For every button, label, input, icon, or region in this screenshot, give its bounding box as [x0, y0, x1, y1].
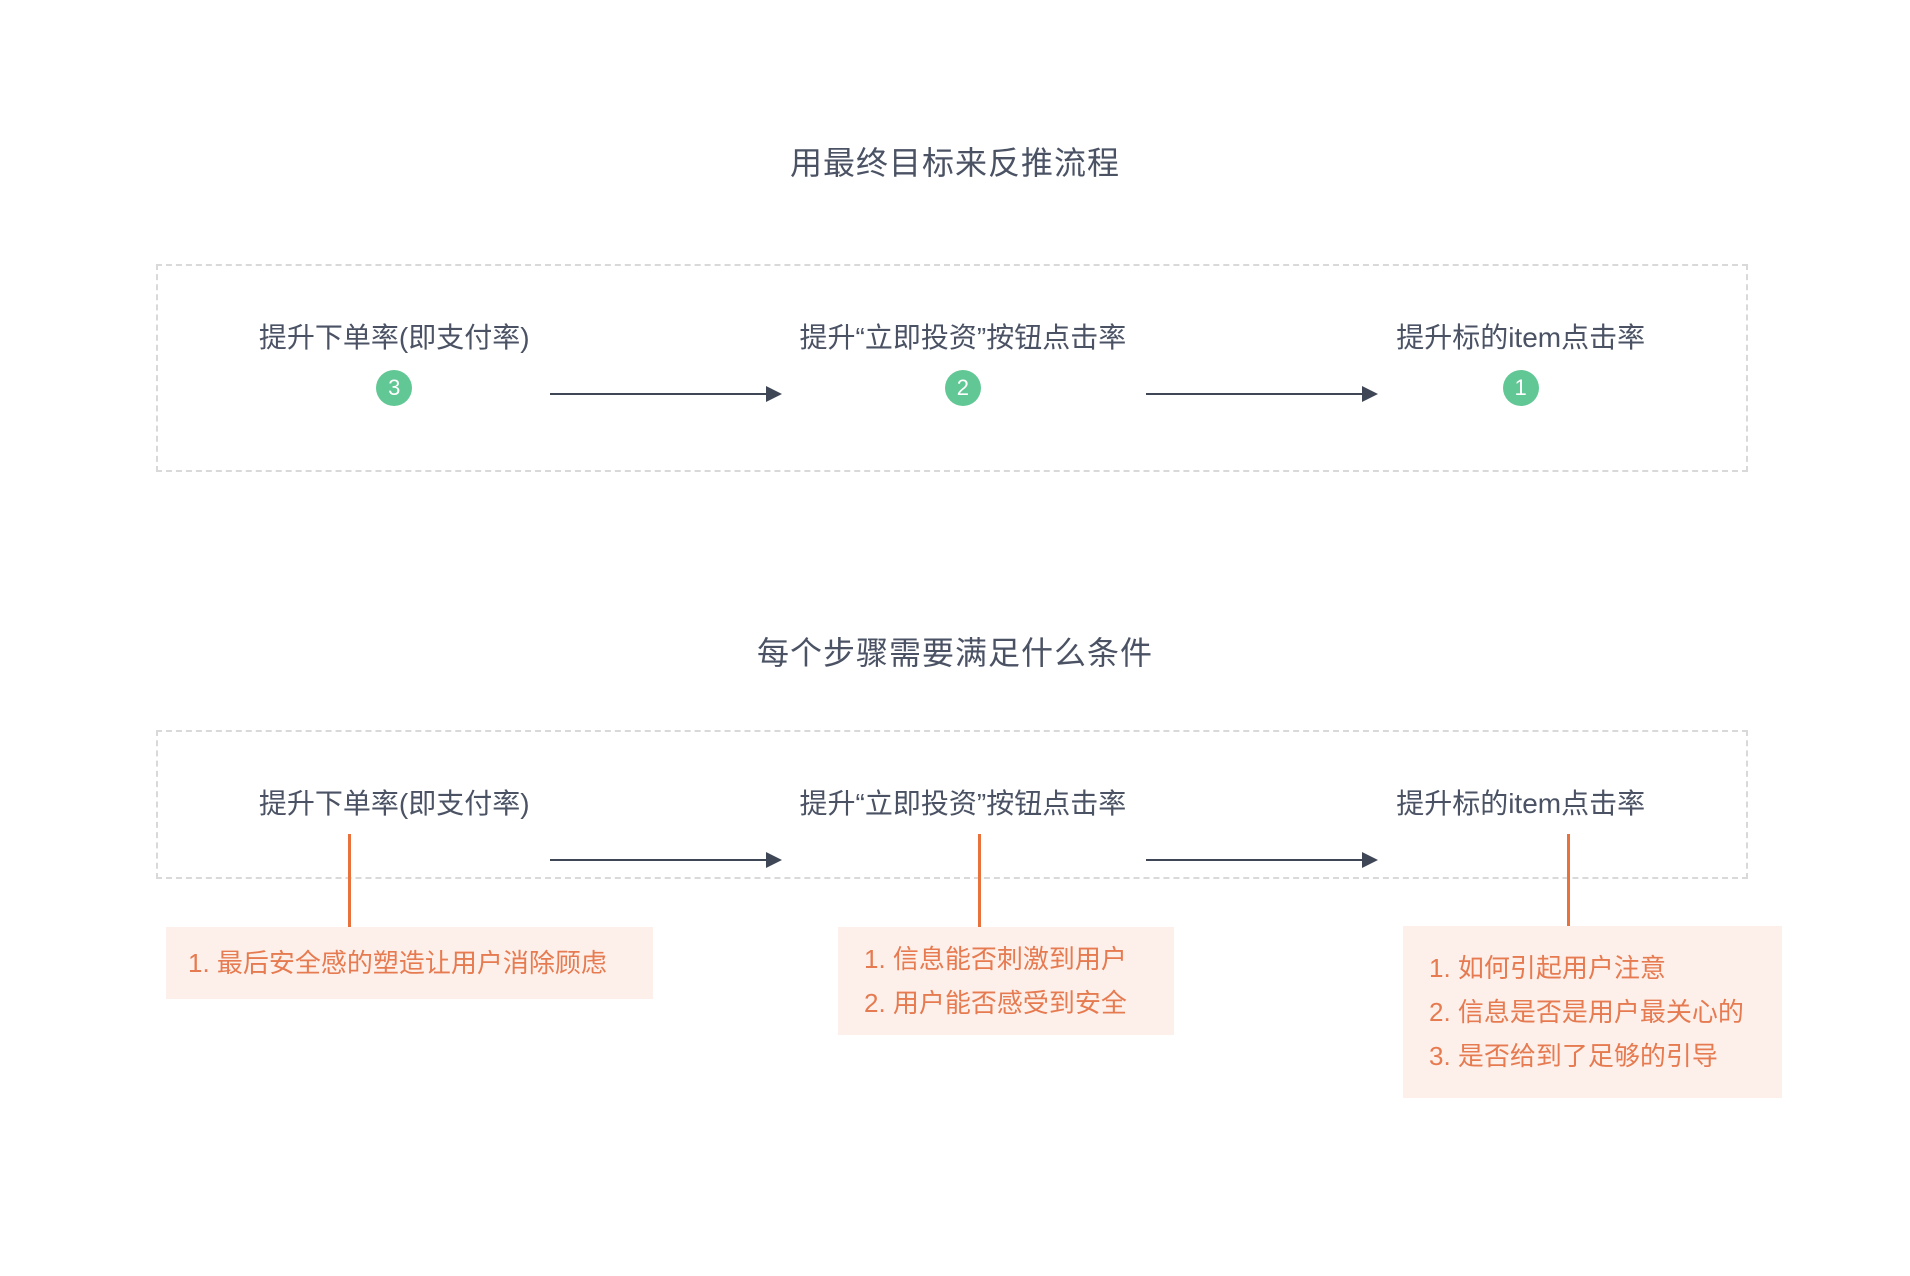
section2-title: 每个步骤需要满足什么条件 [756, 635, 1153, 671]
note-item: 1. 信息能否刺激到用户 [864, 944, 1127, 974]
connector-line [348, 834, 351, 928]
step-label: 提升下单率(即支付率) [258, 322, 530, 353]
step-order-badge: 2 [944, 370, 981, 406]
flow-step-invest-button: 提升“立即投资”按钮点击率 [800, 788, 1127, 820]
note-box-order-rate: 1. 最后安全感的塑造让用户消除顾虑 [166, 927, 653, 999]
connector-line [978, 834, 981, 928]
arrow-right-icon [549, 386, 782, 402]
flow-step-order-rate: 提升下单率(即支付率) [259, 788, 530, 820]
flow-step-item-click: 提升标的item点击率 [1396, 788, 1645, 820]
step-order-badge: 1 [1502, 370, 1539, 406]
note-item: 1. 最后安全感的塑造让用户消除顾虑 [188, 948, 607, 978]
step-order-badge: 3 [376, 370, 413, 406]
section2-flow-box: 提升下单率(即支付率) 提升“立即投资”按钮点击率 提升标的item点击率 [156, 730, 1748, 879]
note-box-invest-button: 1. 信息能否刺激到用户 2. 用户能否感受到安全 [838, 927, 1174, 1035]
section1-title: 用最终目标来反推流程 [789, 145, 1120, 181]
flow-step-invest-button: 提升“立即投资”按钮点击率 2 [799, 322, 1127, 406]
connector-line [1567, 834, 1570, 928]
note-item: 2. 信息是否是用户最关心的 [1429, 997, 1744, 1027]
flow-step-order-rate: 提升下单率(即支付率) 3 [259, 322, 530, 406]
arrow-right-icon [549, 852, 782, 868]
arrow-right-icon [1146, 386, 1379, 402]
arrow-right-icon [1146, 852, 1379, 868]
flow-step-item-click: 提升标的item点击率 1 [1396, 322, 1645, 406]
note-item: 2. 用户能否感受到安全 [864, 988, 1127, 1018]
section1-flow-box: 提升下单率(即支付率) 3 提升“立即投资”按钮点击率 2 提升标的item点击… [156, 264, 1748, 472]
step-label: 提升标的item点击率 [1396, 788, 1646, 819]
step-label: 提升下单率(即支付率) [258, 788, 530, 819]
note-item: 1. 如何引起用户注意 [1429, 953, 1666, 983]
step-label: 提升“立即投资”按钮点击率 [799, 788, 1127, 819]
note-item: 3. 是否给到了足够的引导 [1429, 1041, 1718, 1071]
step-label: 提升标的item点击率 [1396, 322, 1646, 353]
note-box-item-click: 1. 如何引起用户注意 2. 信息是否是用户最关心的 3. 是否给到了足够的引导 [1403, 926, 1782, 1098]
step-label: 提升“立即投资”按钮点击率 [799, 322, 1127, 353]
